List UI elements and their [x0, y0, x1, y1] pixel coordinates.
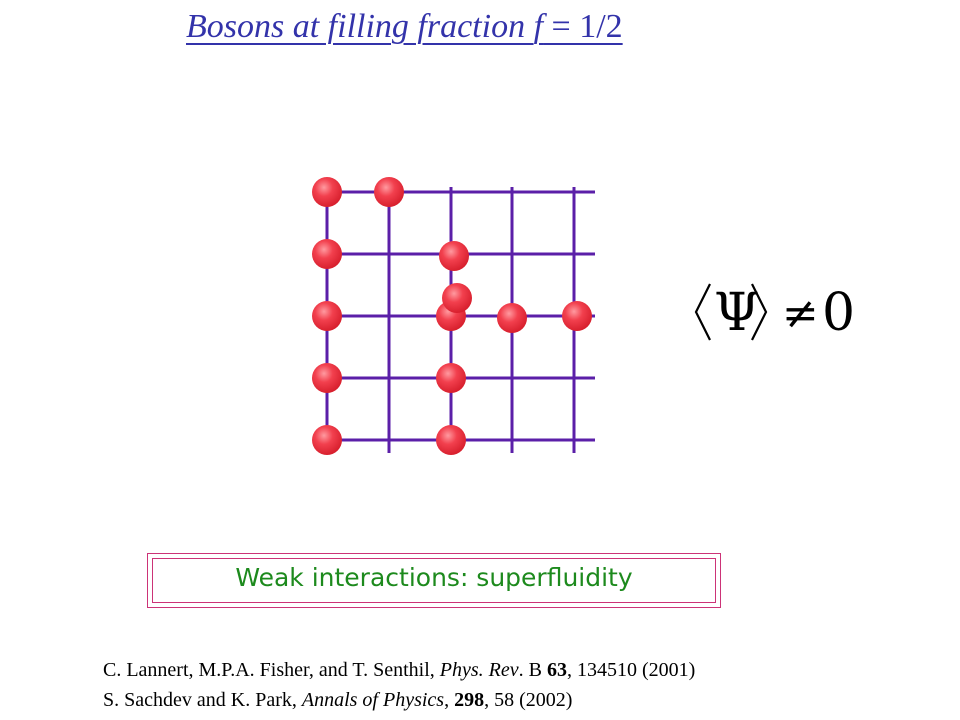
not-equal-symbol: ≠ [782, 288, 819, 339]
reference-2: S. Sachdev and K. Park, Annals of Physic… [103, 685, 695, 715]
psi-symbol: Ψ [714, 283, 760, 343]
references: C. Lannert, M.P.A. Fisher, and T. Senthi… [103, 655, 695, 715]
boson-particle [439, 241, 469, 271]
reference-2-volume: 298 [454, 689, 485, 711]
title-text: Bosons at filling fraction [186, 8, 534, 45]
reference-1-pages: , 134510 (2001) [566, 659, 696, 681]
right-angle-bracket-icon [751, 283, 768, 341]
reference-1-authors: C. Lannert, M.P.A. Fisher, and T. Senthi… [103, 659, 440, 681]
boson-particle [436, 425, 466, 455]
boson-particle [442, 283, 472, 313]
zero-symbol: 0 [822, 283, 855, 343]
order-parameter-formula: Ψ ≠ 0 [694, 283, 855, 343]
regime-label-box: Weak interactions: superfluidity [147, 553, 721, 608]
regime-label: Weak interactions: superfluidity [235, 563, 633, 592]
boson-particle [562, 301, 592, 331]
reference-1-journal: Phys. Rev [439, 659, 519, 681]
reference-2-pages: , 58 (2002) [484, 689, 573, 711]
title-variable: f [533, 8, 544, 45]
boson-particle [436, 363, 466, 393]
regime-label-inner-border [152, 558, 716, 603]
reference-1: C. Lannert, M.P.A. Fisher, and T. Senthi… [103, 655, 695, 685]
slide-title: Bosons at filling fraction f = 1/2 [186, 8, 623, 46]
reference-2-authors: S. Sachdev and K. Park, [103, 689, 302, 711]
reference-2-journal: Annals of Physics [301, 689, 445, 711]
boson-particle [312, 363, 342, 393]
boson-particle [312, 177, 342, 207]
boson-particle [312, 239, 342, 269]
boson-particle [312, 425, 342, 455]
boson-particle [497, 303, 527, 333]
left-angle-bracket-icon [694, 283, 711, 341]
boson-particle [312, 301, 342, 331]
boson-particle [374, 177, 404, 207]
reference-2-sep: , [444, 689, 455, 711]
reference-1-series: . B [518, 659, 547, 681]
title-relation: = 1/2 [543, 8, 623, 45]
reference-1-volume: 63 [546, 659, 567, 681]
